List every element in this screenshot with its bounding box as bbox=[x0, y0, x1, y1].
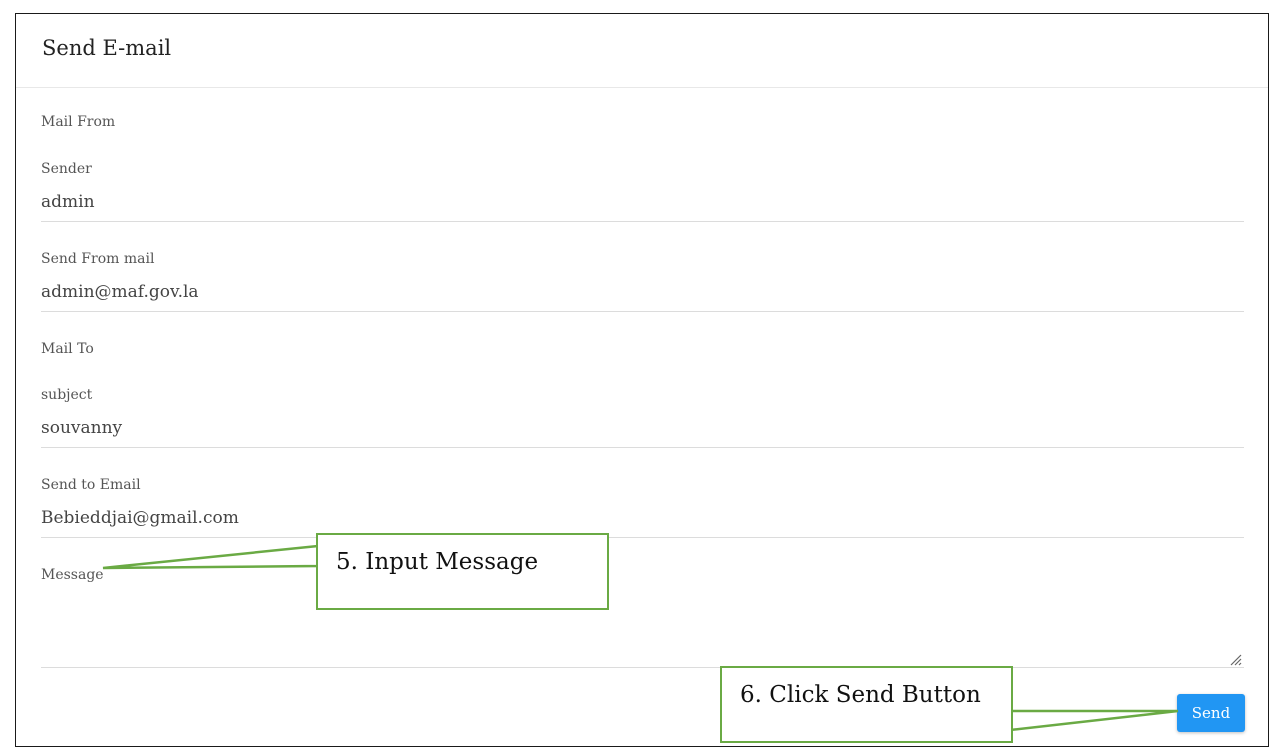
mail-to-section-label: Mail To bbox=[41, 341, 94, 357]
resize-grip-icon[interactable] bbox=[1228, 652, 1242, 666]
mail-from-section-label: Mail From bbox=[41, 114, 116, 130]
message-textarea[interactable] bbox=[41, 590, 1244, 668]
dialog-title: Send E-mail bbox=[42, 36, 172, 60]
send-from-mail-field[interactable]: admin@maf.gov.la bbox=[41, 282, 199, 302]
sender-field-underline bbox=[41, 221, 1244, 222]
subject-label: subject bbox=[41, 387, 93, 403]
send-to-email-label: Send to Email bbox=[41, 477, 141, 493]
callout-input-message-text: 5. Input Message bbox=[336, 549, 539, 575]
send-from-mail-underline bbox=[41, 311, 1244, 312]
callout-input-message: 5. Input Message bbox=[316, 533, 609, 610]
subject-field-underline bbox=[41, 447, 1244, 448]
callout-click-send: 6. Click Send Button bbox=[720, 666, 1013, 743]
send-from-mail-label: Send From mail bbox=[41, 251, 155, 267]
dialog-header: Send E-mail bbox=[16, 14, 1268, 88]
message-label: Message bbox=[41, 567, 104, 583]
send-to-email-underline bbox=[41, 537, 1244, 538]
sender-label: Sender bbox=[41, 161, 92, 177]
sender-field[interactable]: admin bbox=[41, 192, 95, 212]
send-to-email-field[interactable]: Bebieddjai@gmail.com bbox=[41, 508, 239, 528]
send-button[interactable]: Send bbox=[1177, 694, 1245, 732]
subject-field[interactable]: souvanny bbox=[41, 418, 123, 438]
callout-click-send-text: 6. Click Send Button bbox=[740, 682, 981, 708]
